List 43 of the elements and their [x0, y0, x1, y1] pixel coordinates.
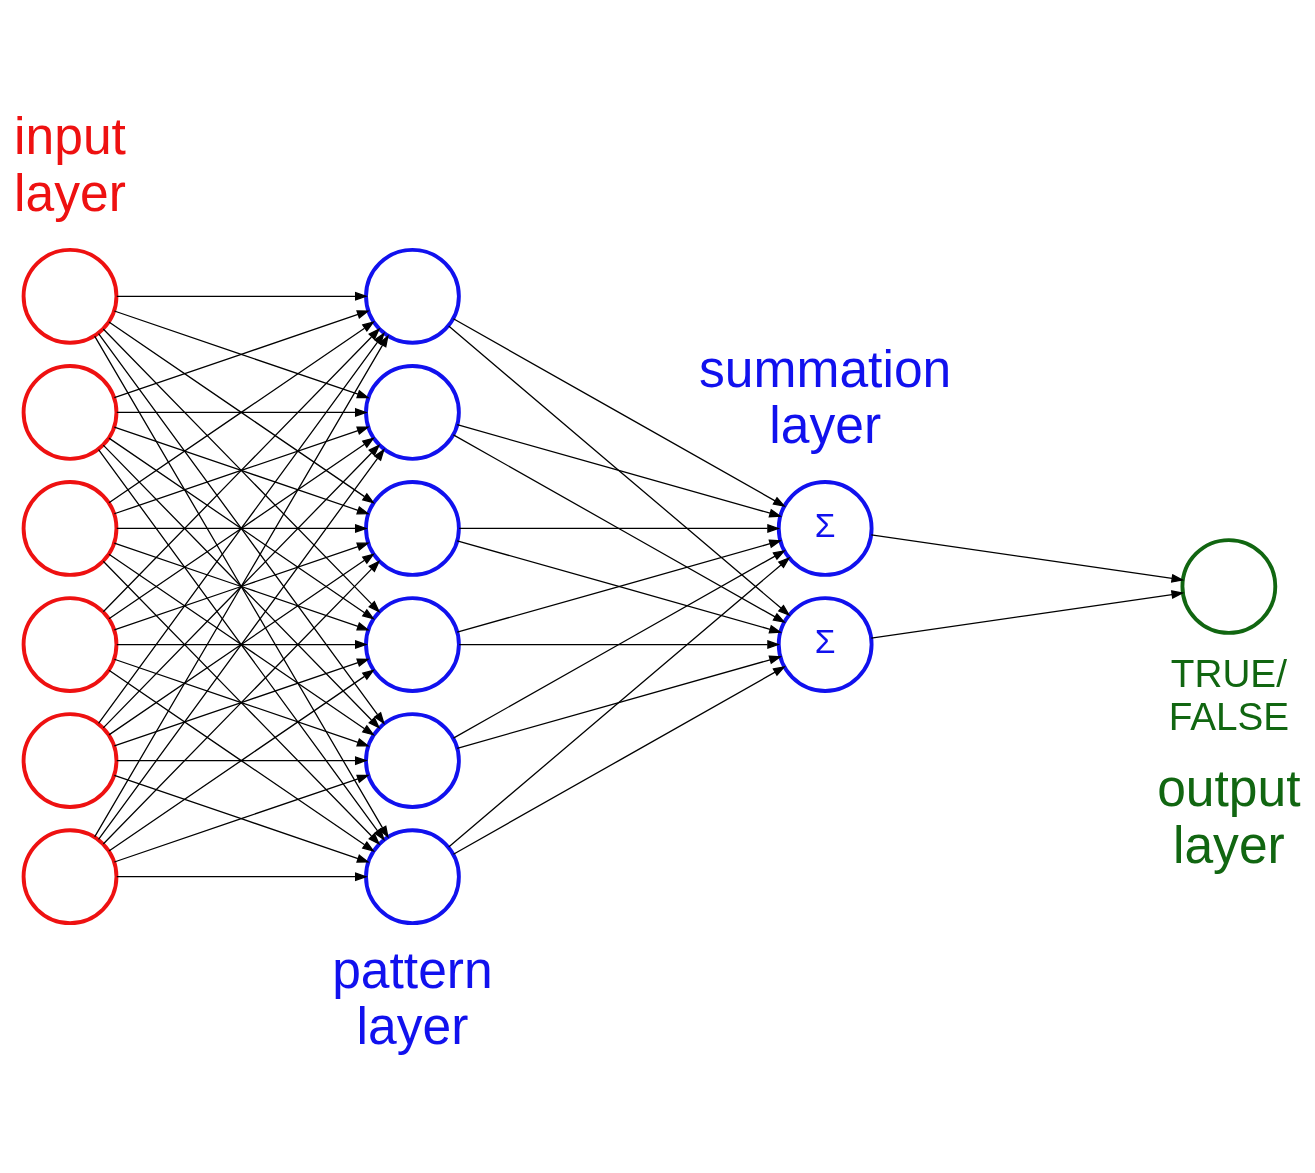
arrow — [870, 590, 1185, 639]
arrow — [452, 549, 786, 739]
node-label: TRUE/ FALSE — [1168, 652, 1290, 738]
arrow — [452, 434, 786, 624]
node-circle — [21, 596, 119, 693]
arrow — [448, 556, 791, 848]
label: output layer — [1157, 758, 1301, 874]
arrow — [452, 666, 786, 855]
node-circle — [364, 480, 461, 577]
node-circle — [21, 364, 119, 461]
node-circle — [21, 712, 119, 809]
label: pattern layer — [332, 940, 493, 1056]
arrow — [116, 640, 368, 650]
arrow — [113, 310, 370, 399]
arrow — [116, 756, 368, 766]
arrow — [108, 669, 375, 852]
arrow — [116, 291, 368, 301]
arrow — [116, 407, 368, 417]
arrow — [97, 448, 385, 841]
arrow — [113, 658, 370, 747]
arrow — [108, 437, 375, 620]
arrow — [113, 426, 370, 515]
arrow — [456, 655, 783, 749]
arrow — [108, 321, 375, 504]
arrow — [456, 424, 783, 518]
arrow — [108, 553, 375, 736]
arrow — [116, 523, 368, 533]
arrow — [452, 318, 786, 507]
arrow — [448, 325, 791, 617]
label: summation layer — [699, 339, 952, 455]
node-circle — [21, 828, 119, 926]
arrow — [113, 542, 370, 631]
arrow — [458, 640, 781, 650]
node-circle — [1180, 538, 1278, 635]
node-circle — [364, 596, 461, 693]
node-circle — [21, 480, 119, 577]
arrow — [870, 534, 1185, 583]
arrow — [113, 774, 370, 863]
node-circle — [21, 247, 119, 345]
arrow — [458, 523, 781, 533]
arrow — [97, 332, 385, 725]
arrow — [116, 872, 368, 882]
label: input layer — [14, 107, 126, 223]
